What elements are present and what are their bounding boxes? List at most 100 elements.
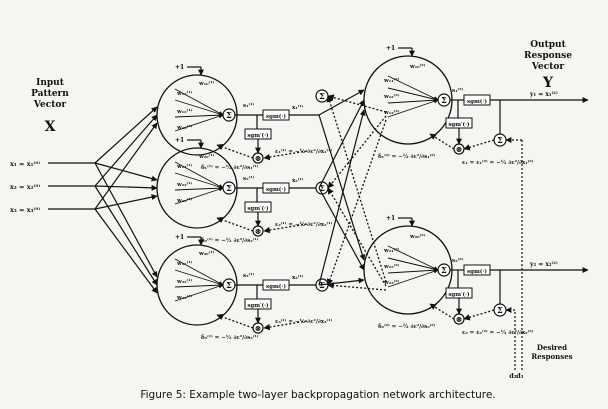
desired-title-line1: Desired <box>537 343 567 352</box>
layer1-input-arrow-2-1 <box>94 162 158 182</box>
output-label-1: y₁ = x₁⁽²⁾ <box>529 91 558 98</box>
layer2-delta-arrow-1 <box>429 133 455 150</box>
layer2-weight-arrow-2-3 <box>387 269 439 288</box>
layer2-s-label-2: s₂⁽²⁾ <box>452 257 464 264</box>
layer2-back-arrow-1-2 <box>327 115 387 189</box>
layer1-sum-symbol-1: Σ <box>226 110 232 120</box>
layer1-input-arrow-2-2 <box>94 184 158 191</box>
layer1-weight-12: w₁₂⁽¹⁾ <box>176 108 193 115</box>
error-sum-symbol-1: Σ <box>497 135 503 145</box>
layer2-weight-arrow-1-1 <box>387 87 439 102</box>
output-label-2: y₂ = x₂⁽²⁾ <box>529 261 558 268</box>
layer1-input-arrow-1-2 <box>94 114 158 187</box>
layer2-sgm-label-1: sgm(·) <box>467 98 487 105</box>
output-symbol: Y <box>542 75 554 91</box>
layer1-backsum-symbol-1: Σ <box>319 91 325 101</box>
layer2-input-arrow-2-3 <box>318 277 365 286</box>
layer2-weight-arrow-1-3 <box>387 99 439 118</box>
desired-title-line2: Responses <box>531 352 572 361</box>
layer2-mult-symbol-1: ⊗ <box>456 144 463 154</box>
layer2-back-arrow-2-1 <box>326 95 387 283</box>
layer2-weight-10: w₁₀⁽²⁾ <box>409 63 426 70</box>
layer2-bias-1: +1 <box>386 45 395 52</box>
layer2-weight-arrow-2-2 <box>387 267 439 274</box>
layer2-sgmprime-label-2: sgm′(·) <box>448 291 470 298</box>
layer2-back-arrow-1-3 <box>326 119 387 286</box>
layer1-input-arrow-3-2 <box>94 185 158 286</box>
layer2-eps-label-2: ε₂ = ε₂⁽²⁾ = −½ ∂ε²/∂x₂⁽²⁾ <box>462 329 534 336</box>
layer1-weight-11: w₁₁⁽¹⁾ <box>176 90 193 97</box>
layer1-sgmprime-label-1: sgm′(·) <box>247 132 269 139</box>
layer1-mult-symbol-2: ⊗ <box>255 226 262 236</box>
layer1-weight-arrow-1-2 <box>174 112 224 118</box>
layer1-sgm-label-2: sgm(·) <box>266 186 286 193</box>
layer2-weight-arrow-1-0 <box>387 75 439 101</box>
desired-label-2: d₁ <box>516 372 524 380</box>
layer2-s-label-1: s₁⁽²⁾ <box>452 87 464 94</box>
layer1-eps-arrow-3 <box>263 320 308 331</box>
layer1-weight-arrow-3-2 <box>174 282 224 288</box>
layer1-bias-2: +1 <box>175 137 184 144</box>
input-title-line1: Input <box>36 78 65 88</box>
desired-label-1: d₂ <box>509 372 517 380</box>
layer2-eps-arrow-1 <box>463 139 495 151</box>
layer2-input-arrow-2-2 <box>318 187 365 271</box>
output-title-line2: Response <box>524 51 572 61</box>
layer1-delta-arrow-1 <box>216 143 254 159</box>
layer1-eps-arrow-2 <box>263 223 308 234</box>
layer2-weight-13: w₁₃⁽²⁾ <box>383 109 400 116</box>
layer2-input-arrow-1-2 <box>318 99 365 189</box>
layer1-sgmprime-label-3: sgm′(·) <box>247 302 269 309</box>
layer1-sgm-label-1: sgm(·) <box>266 113 286 120</box>
layer1-weight-31: w₃₁⁽¹⁾ <box>176 260 193 267</box>
layer1-sgm-label-3: sgm(·) <box>266 283 286 290</box>
layer1-weight-20: w₂₀⁽¹⁾ <box>198 153 215 160</box>
layer2-bias-2: +1 <box>386 215 395 222</box>
layer2-input-arrow-1-3 <box>318 109 366 286</box>
output-title-line1: Output <box>530 40 566 50</box>
layer1-s-label-3: s₃⁽¹⁾ <box>243 272 255 279</box>
layer1-weight-arrow-1-1 <box>174 99 224 116</box>
layer1-x-label-2: x₂⁽¹⁾ <box>292 177 304 184</box>
layer2-weight-11: w₁₁⁽²⁾ <box>383 77 400 84</box>
layer1-weight-arrow-2-2 <box>174 185 224 191</box>
layer1-delta-label-2: δ₂⁽¹⁾ = −½ ∂ε²/∂s₂⁽¹⁾ <box>201 237 259 244</box>
layer1-delta-arrow-3 <box>216 313 254 329</box>
layer1-input-arrow-3-1 <box>94 162 158 278</box>
layer2-eps-arrow-2 <box>463 309 495 321</box>
layer1-input-arrow-1-1 <box>94 106 158 164</box>
layer1-weight-10: w₁₀⁽¹⁾ <box>198 80 215 87</box>
input-label-2: x₂ = x₂⁽⁰⁾ <box>10 183 40 191</box>
layer1-delta-label-3: δ₃⁽¹⁾ = −½ ∂ε²/∂s₃⁽¹⁾ <box>201 334 259 341</box>
layer2-back-arrow-2-2 <box>327 187 387 287</box>
layer1-weight-arrow-2-3 <box>174 187 224 205</box>
layer1-x-label-1: x₁⁽¹⁾ <box>292 104 304 111</box>
layer2-weight-arrow-1-2 <box>387 97 439 104</box>
layer1-weight-21: w₂₁⁽¹⁾ <box>176 163 193 170</box>
layer2-mult-symbol-2: ⊗ <box>456 314 463 324</box>
layer1-weight-22: w₂₂⁽¹⁾ <box>176 181 193 188</box>
layer2-sgmprime-label-1: sgm′(·) <box>448 121 470 128</box>
input-symbol: X <box>45 119 56 135</box>
input-title-line3: Vector <box>33 100 67 110</box>
layer1-bias-3: +1 <box>175 234 184 241</box>
layer2-weight-arrow-2-1 <box>387 257 439 272</box>
layer2-delta-label-2: δ₂⁽²⁾ = −½ ∂ε²/∂s₂⁽²⁾ <box>378 323 436 330</box>
figure-caption: Figure 5: Example two-layer backpropagat… <box>140 389 495 401</box>
layer1-s-label-1: s₁⁽¹⁾ <box>243 102 255 109</box>
layer1-eps-label-2: ε₂⁽¹⁾ = −½ ∂ε²/∂x₂⁽¹⁾ <box>275 221 333 228</box>
layer1-weight-arrow-2-1 <box>174 172 224 189</box>
layer1-mult-symbol-3: ⊗ <box>255 323 262 333</box>
layer2-weight-arrow-2-0 <box>387 245 439 271</box>
layer1-weight-arrow-1-0 <box>174 88 224 116</box>
layer1-eps-label-1: ε₁⁽¹⁾ = −½ ∂ε²/∂x₁⁽¹⁾ <box>275 148 333 155</box>
layer1-mult-symbol-1: ⊗ <box>255 153 262 163</box>
layer2-delta-label-1: δ₁⁽²⁾ = −½ ∂ε²/∂s₁⁽²⁾ <box>378 153 436 160</box>
layer2-sgm-label-2: sgm(·) <box>467 268 487 275</box>
error-sum-symbol-2: Σ <box>497 305 503 315</box>
layer2-weight-21: w₂₁⁽²⁾ <box>383 247 400 254</box>
layer1-weight-arrow-3-3 <box>174 284 224 302</box>
layer2-sum-symbol-1: Σ <box>441 95 447 105</box>
layer2-eps-label-1: ε₁ = ε₁⁽²⁾ = −½ ∂ε²/∂x₁⁽²⁾ <box>462 159 534 166</box>
